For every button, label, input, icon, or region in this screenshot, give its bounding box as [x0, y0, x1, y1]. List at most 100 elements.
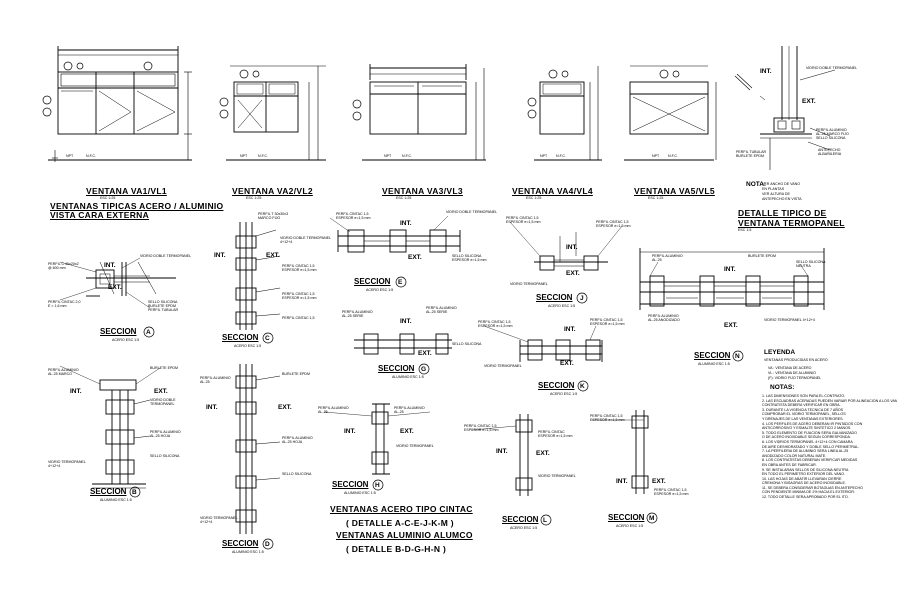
- section-l-letter: L: [543, 517, 547, 524]
- note-d-4: SELLO SILICONA: [282, 472, 312, 476]
- aluminum-details-caption: ( DETALLE B-D-G-H-N ): [346, 544, 447, 554]
- note-n-2: BURLETE EPDM: [748, 254, 776, 258]
- note-line: ANTICORROSIVO Y ESMALTE SINTETICO 2 MANO…: [762, 426, 852, 431]
- leader-lines: [59, 215, 809, 431]
- note-e-2: VIDRIO DOBLE TERMOPANEL: [446, 210, 497, 214]
- note-line: ANODIZADO COLOR NATURAL MATE.: [762, 453, 827, 458]
- level-nfc-va2: N.F.C.: [258, 154, 268, 158]
- section-l-drawing: [515, 414, 533, 496]
- section-l-scale: ACERO ESC 1:5: [510, 526, 538, 530]
- window-title-va2: VENTANA VA2/VL2: [232, 186, 313, 196]
- window-elevation-va3: [352, 64, 486, 161]
- legend-line-1: VA : VENTANA DE ACERO: [768, 366, 812, 370]
- section-e-scale: ACERO ESC 1:5: [366, 288, 394, 292]
- ext-label-detail: EXT.: [802, 98, 816, 105]
- nota-line-4: ANTEPECHO EN VISTA: [762, 197, 802, 201]
- legend-line-2: VL : VENTANA DE ALUMINIO: [768, 371, 816, 375]
- ext-label-m: EXT.: [652, 478, 666, 485]
- note-line: 2. LAS ESCUADRAS ACERADAS PUEDEN VARIAR …: [762, 398, 897, 403]
- section-c-letter: C: [265, 335, 270, 342]
- ext-label-h: EXT.: [400, 428, 414, 435]
- ext-label-a: EXT.: [108, 284, 122, 291]
- section-m-title: SECCION: [608, 513, 645, 522]
- note-line: 7. LA PERFILERIA DE ALUMINIO SERA LINEA …: [762, 449, 849, 454]
- int-label-c: INT.: [214, 252, 226, 259]
- nota-line-3: VER ALTURA DE: [762, 192, 790, 196]
- ext-label-k: EXT.: [560, 360, 574, 367]
- section-h-letter: H: [375, 482, 380, 489]
- section-k-letter: K: [580, 383, 585, 390]
- section-h-drawing: [371, 403, 390, 475]
- note-line: Y DRENAJES DE LAS VENTANAS EXTERIORES.: [762, 416, 844, 421]
- section-j-scale: ACERO ESC 1:5: [548, 304, 576, 308]
- note-n-5: VIDRIO TERMOPANEL 4+12+4: [764, 318, 815, 322]
- note-line: 8. LOS CONTRATISTAS DEBERAN VERIFICAR ME…: [762, 458, 858, 463]
- level-nfc-va1: N.F.C.: [86, 154, 96, 158]
- note-g-3: SELLO SILICONA: [452, 342, 482, 346]
- section-e-title: SECCION: [354, 277, 391, 286]
- note-perfil-a: PERFIL C 40x20x2@ 600 mm: [48, 262, 79, 271]
- note-line: DE AIRE DESHIDRATADO Y DOBLE SELLO PERIM…: [762, 444, 860, 449]
- int-label-l: INT.: [496, 448, 508, 455]
- section-a-scale: ACERO ESC 1:5: [112, 338, 140, 342]
- window-scale-va5: ESC 1:25: [648, 196, 664, 200]
- section-a-title: SECCION: [100, 327, 137, 336]
- note-line: 5. TODO ELEMENTO DE FIJACION SERA GALVAN…: [762, 430, 857, 435]
- note-l-3: VIDRIO TERMOPANEL: [538, 474, 576, 478]
- section-j-title: SECCION: [536, 293, 573, 302]
- ext-label-e: EXT.: [408, 254, 422, 261]
- detail-title-2: VENTANA TERMOPANEL: [738, 218, 845, 228]
- section-b-drawing: [92, 379, 151, 489]
- detail-title-1: DETALLE TIPICO DE: [738, 208, 827, 218]
- note-j-3: VIDRIO TERMOPANEL: [510, 282, 548, 286]
- window-scale-va2: ESC 1:25: [246, 196, 262, 200]
- section-n-title: SECCION: [694, 351, 731, 360]
- steel-windows-caption: VENTANAS ACERO TIPO CINTAC: [330, 504, 473, 514]
- window-elevation-va5: [624, 65, 717, 161]
- int-label-m: INT.: [616, 478, 628, 485]
- int-label-k: INT.: [564, 326, 576, 333]
- int-label-a: INT.: [104, 262, 116, 269]
- section-l-title: SECCION: [502, 515, 539, 524]
- window-elevation-va2: [219, 65, 326, 161]
- ext-label-b: EXT.: [154, 388, 168, 395]
- section-k-scale: ACERO ESC 1:5: [550, 392, 578, 396]
- section-g-scale: ALUMINIO ESC 1:5: [392, 375, 424, 379]
- int-label-detail: INT.: [760, 68, 772, 75]
- note-line: CONTRATISTA DEBERA VERIFICAR EN OBRA.: [762, 403, 841, 408]
- note-b-6: SELLO SILICONA: [150, 454, 180, 458]
- section-markers: [129, 276, 744, 550]
- level-npt-va2: NPT: [240, 154, 248, 158]
- section-j-drawing: [534, 232, 608, 271]
- nota-label: NOTA:: [746, 181, 767, 188]
- aluminum-windows-caption: VENTANAS ALUMINIO ALUMCO: [336, 530, 473, 540]
- section-e-drawing: [337, 229, 461, 253]
- note-line: 6. LOS VIDRIOS TERMOPANEL 4+12+4 CON CAM…: [762, 439, 853, 444]
- section-d-scale: ALUMINIO ESC 1:5: [232, 550, 264, 554]
- notes-title: NOTAS:: [770, 384, 795, 391]
- section-c-title: SECCION: [222, 333, 259, 342]
- section-m-scale: ACERO ESC 1:5: [616, 524, 644, 528]
- note-line: EN TODO EL PERIMETRO EXTERIOR DEL VANO.: [762, 472, 846, 477]
- notes-list: 1. LAS DIMENSIONES SON PARA EL CONTRATO.…: [762, 394, 897, 500]
- section-b-letter: B: [132, 489, 137, 496]
